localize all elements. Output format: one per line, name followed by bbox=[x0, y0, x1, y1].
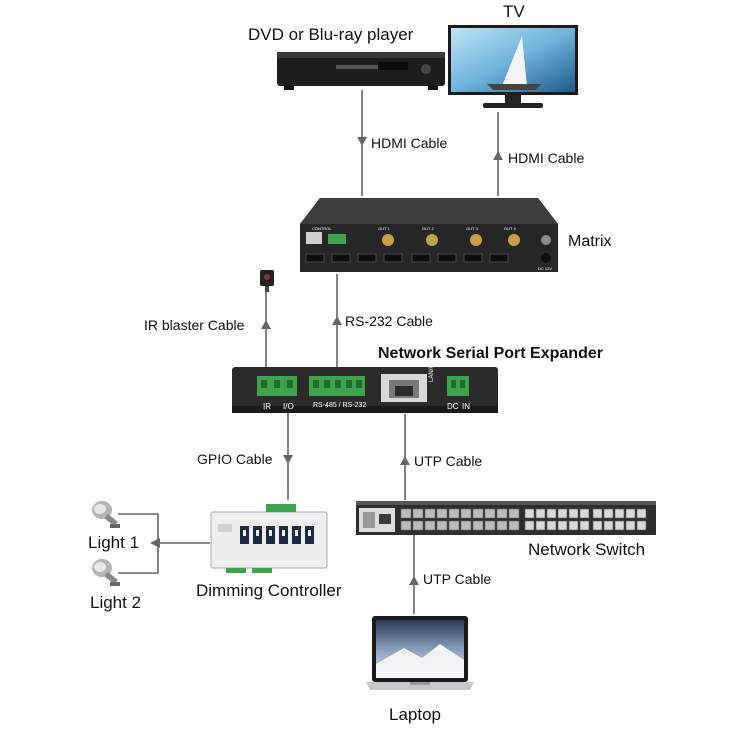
network-switch-graphic bbox=[356, 501, 656, 535]
utp-bottom-arrow bbox=[409, 576, 419, 585]
gpio-arrow bbox=[283, 455, 293, 464]
tv-graphic bbox=[448, 25, 578, 108]
hdmi-in-cable-label: HDMI Cable bbox=[371, 135, 448, 151]
port-dc-label: DC bbox=[447, 402, 459, 411]
tv bbox=[447, 24, 579, 112]
hdmi-in-arrow bbox=[357, 137, 367, 146]
laptop bbox=[364, 614, 476, 696]
ir-blaster-graphic bbox=[260, 270, 274, 292]
port-lan-label: LAN/PoE bbox=[429, 357, 435, 382]
light-1-icon bbox=[90, 498, 122, 530]
port-serial-label: RS-485 / RS-232 bbox=[313, 402, 367, 409]
gpio-cable-label: GPIO Cable bbox=[197, 451, 273, 467]
tv-label: TV bbox=[503, 2, 525, 21]
rs232-cable-label: RS-232 Cable bbox=[345, 313, 433, 329]
expander-graphic bbox=[232, 367, 498, 413]
spotlight-icon bbox=[92, 559, 120, 586]
matrix-label: Matrix bbox=[568, 233, 612, 250]
dimming-controller bbox=[210, 502, 328, 574]
switch-label: Network Switch bbox=[528, 540, 646, 559]
dvd-player bbox=[276, 49, 446, 91]
matrix-control-label: CONTROL bbox=[312, 226, 332, 231]
ir-blaster bbox=[258, 268, 276, 292]
matrix-out1-label: OUT 1 bbox=[378, 226, 390, 231]
matrix-out3-label: OUT 3 bbox=[466, 226, 478, 231]
port-ir-label: IR bbox=[263, 402, 271, 411]
utp-top-cable-label: UTP Cable bbox=[414, 453, 483, 469]
hdmi-out-arrow bbox=[493, 151, 503, 160]
dimming-controller-graphic bbox=[210, 504, 328, 573]
utp-top-arrow bbox=[400, 456, 410, 465]
port-in-label: IN bbox=[462, 402, 470, 411]
laptop-label: Laptop bbox=[389, 705, 441, 724]
matrix-graphic bbox=[300, 198, 558, 272]
ir-cable-label: IR blaster Cable bbox=[144, 317, 245, 333]
ir-arrow bbox=[261, 320, 271, 329]
expander-device: IR I/O RS-485 / RS-232 LAN/PoE DC IN bbox=[231, 357, 499, 414]
light-2-label: Light 2 bbox=[90, 593, 142, 612]
light-bracket bbox=[118, 513, 159, 574]
matrix-out4-label: OUT 4 bbox=[504, 226, 516, 231]
laptop-graphic bbox=[366, 616, 474, 690]
matrix-device: CONTROL OUT 1 OUT 2 OUT 3 OUT 4 DC 12V bbox=[298, 196, 560, 274]
utp-bottom-cable-label: UTP Cable bbox=[423, 571, 492, 587]
spotlight-icon bbox=[92, 501, 120, 528]
dvd-player-graphic bbox=[277, 52, 445, 90]
player-label: DVD or Blu-ray player bbox=[248, 25, 414, 44]
light-2-icon bbox=[90, 556, 122, 588]
expander-label: Network Serial Port Expander bbox=[378, 345, 603, 362]
hdmi-out-cable-label: HDMI Cable bbox=[508, 150, 585, 166]
dimming-label: Dimming Controller bbox=[196, 581, 342, 600]
matrix-dc-label: DC 12V bbox=[538, 266, 553, 271]
network-switch bbox=[355, 500, 657, 536]
rs232-arrow bbox=[332, 316, 342, 325]
matrix-out2-label: OUT 2 bbox=[422, 226, 434, 231]
light-1-label: Light 1 bbox=[88, 533, 140, 552]
port-io-label: I/O bbox=[283, 402, 294, 411]
